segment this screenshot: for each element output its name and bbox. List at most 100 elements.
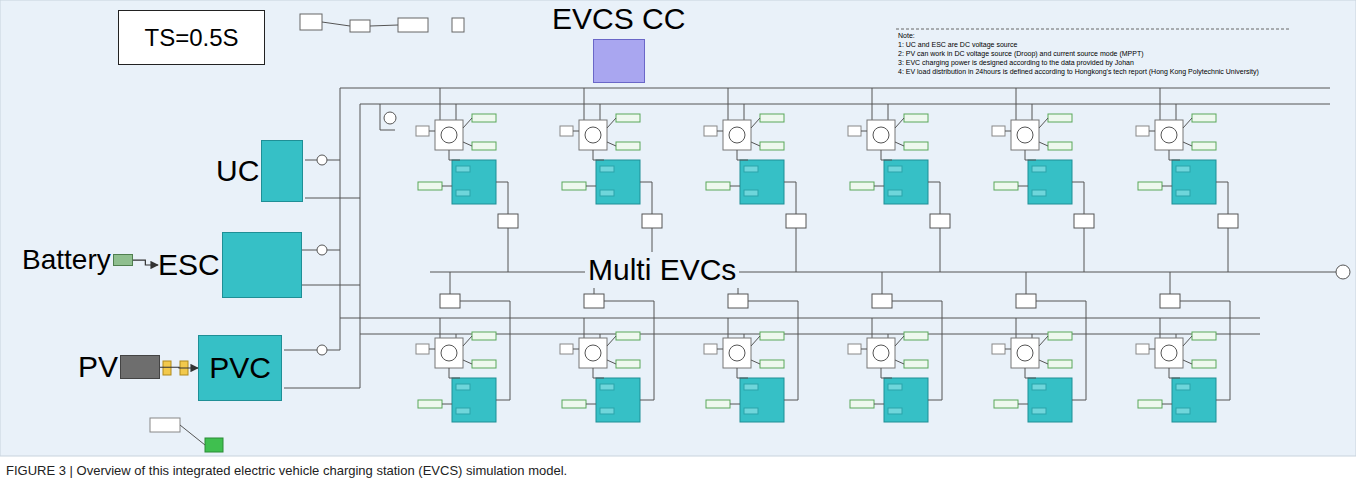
- ev-charger-block: [1011, 338, 1039, 368]
- evc-controller-block: [596, 160, 640, 204]
- signal-tag: [1192, 332, 1216, 340]
- measurement-block: [704, 344, 717, 354]
- block-label: PVC: [209, 351, 271, 386]
- block-label: TS=0.5S: [144, 24, 238, 52]
- wire: [1026, 272, 1027, 294]
- wire: [1183, 336, 1192, 346]
- evc-controller-block: [1172, 160, 1216, 204]
- signal-tag: [562, 182, 586, 190]
- wire: [508, 228, 509, 272]
- wire: [607, 142, 616, 146]
- wire: [460, 301, 510, 400]
- measurement-block: [848, 344, 861, 354]
- wire: [604, 301, 654, 400]
- port-mark: [888, 384, 902, 390]
- wire: [881, 368, 892, 378]
- ev-charger-block: [1155, 120, 1183, 150]
- wire: [895, 360, 904, 364]
- breaker-switch: [498, 214, 518, 228]
- wire: [717, 349, 723, 350]
- signal-tag: [472, 360, 496, 368]
- model-background: [0, 0, 1356, 456]
- ev-charger-block: [1011, 120, 1039, 150]
- load-port: [1336, 265, 1350, 279]
- wire: [607, 336, 616, 346]
- converter-symbol: [1161, 345, 1177, 361]
- breaker-switch: [786, 214, 806, 228]
- esc-controller-block: ESC: [158, 232, 302, 298]
- wire: [1176, 334, 1177, 338]
- ev-charger-block: [867, 120, 895, 150]
- evc-controller-block: [1172, 378, 1216, 422]
- figure-caption: FIGURE 3 | Overview of this integrated e…: [6, 463, 567, 479]
- signal-tag: [616, 332, 640, 340]
- wire: [302, 285, 360, 286]
- wire: [463, 336, 472, 346]
- ev-charger-block: [435, 120, 463, 150]
- signal-tag: [994, 182, 1018, 190]
- wire: [751, 360, 760, 364]
- block-label: EVCS CC: [552, 2, 685, 37]
- clock-block: [350, 20, 370, 32]
- port-mark: [600, 190, 614, 196]
- signal-tag: [1048, 142, 1072, 150]
- wire: [895, 118, 904, 128]
- measurement-block: [704, 126, 717, 136]
- signal-tag: [904, 332, 928, 340]
- wire: [1176, 104, 1177, 120]
- wire: [1216, 182, 1228, 214]
- signal-tag: [1192, 360, 1216, 368]
- block-body: [261, 140, 303, 202]
- port-mark: [600, 408, 614, 414]
- measurement-symbol: [384, 112, 396, 124]
- wire: [440, 88, 441, 120]
- wire: [1025, 150, 1036, 160]
- port-mark: [456, 408, 470, 414]
- signal-tag: [616, 360, 640, 368]
- wire: [456, 104, 457, 120]
- block-body: [113, 254, 133, 266]
- port-mark: [600, 384, 614, 390]
- wire: [573, 131, 579, 132]
- port-mark: [1032, 166, 1046, 172]
- signal-tag: [904, 142, 928, 150]
- wire: [584, 88, 585, 120]
- wire: [442, 404, 452, 405]
- port-mark: [456, 384, 470, 390]
- wire: [1016, 318, 1017, 338]
- converter-symbol: [729, 127, 745, 143]
- block-body: [120, 355, 160, 379]
- wire: [1005, 131, 1011, 132]
- measurement-block: [416, 344, 429, 354]
- converter-symbol: [873, 127, 889, 143]
- port-mark: [1176, 190, 1190, 196]
- wire: [573, 349, 579, 350]
- wire: [1149, 349, 1155, 350]
- wire: [449, 368, 460, 378]
- wire: [784, 182, 796, 214]
- wire: [730, 186, 740, 187]
- block-body: [593, 39, 645, 83]
- wire: [1039, 142, 1048, 146]
- converter-symbol: [1017, 345, 1033, 361]
- breaker-switch: [1074, 214, 1094, 228]
- measurement-block: [1136, 126, 1149, 136]
- wire: [640, 182, 652, 214]
- measurement-block: [992, 344, 1005, 354]
- breaker-switch: [930, 214, 950, 228]
- wire: [748, 301, 798, 400]
- signal-tag: [760, 142, 784, 150]
- wire: [872, 88, 873, 120]
- evc-controller-block: [740, 160, 784, 204]
- wire: [1084, 228, 1085, 272]
- wire: [1228, 228, 1229, 272]
- sample-time-box: TS=0.5S: [118, 10, 265, 65]
- wire: [1025, 368, 1036, 378]
- wire: [1162, 404, 1172, 405]
- port-mark: [888, 166, 902, 172]
- wire: [1170, 272, 1171, 294]
- breaker-switch: [728, 294, 748, 308]
- wire: [593, 150, 604, 160]
- wire: [874, 186, 884, 187]
- wire: [1039, 118, 1048, 128]
